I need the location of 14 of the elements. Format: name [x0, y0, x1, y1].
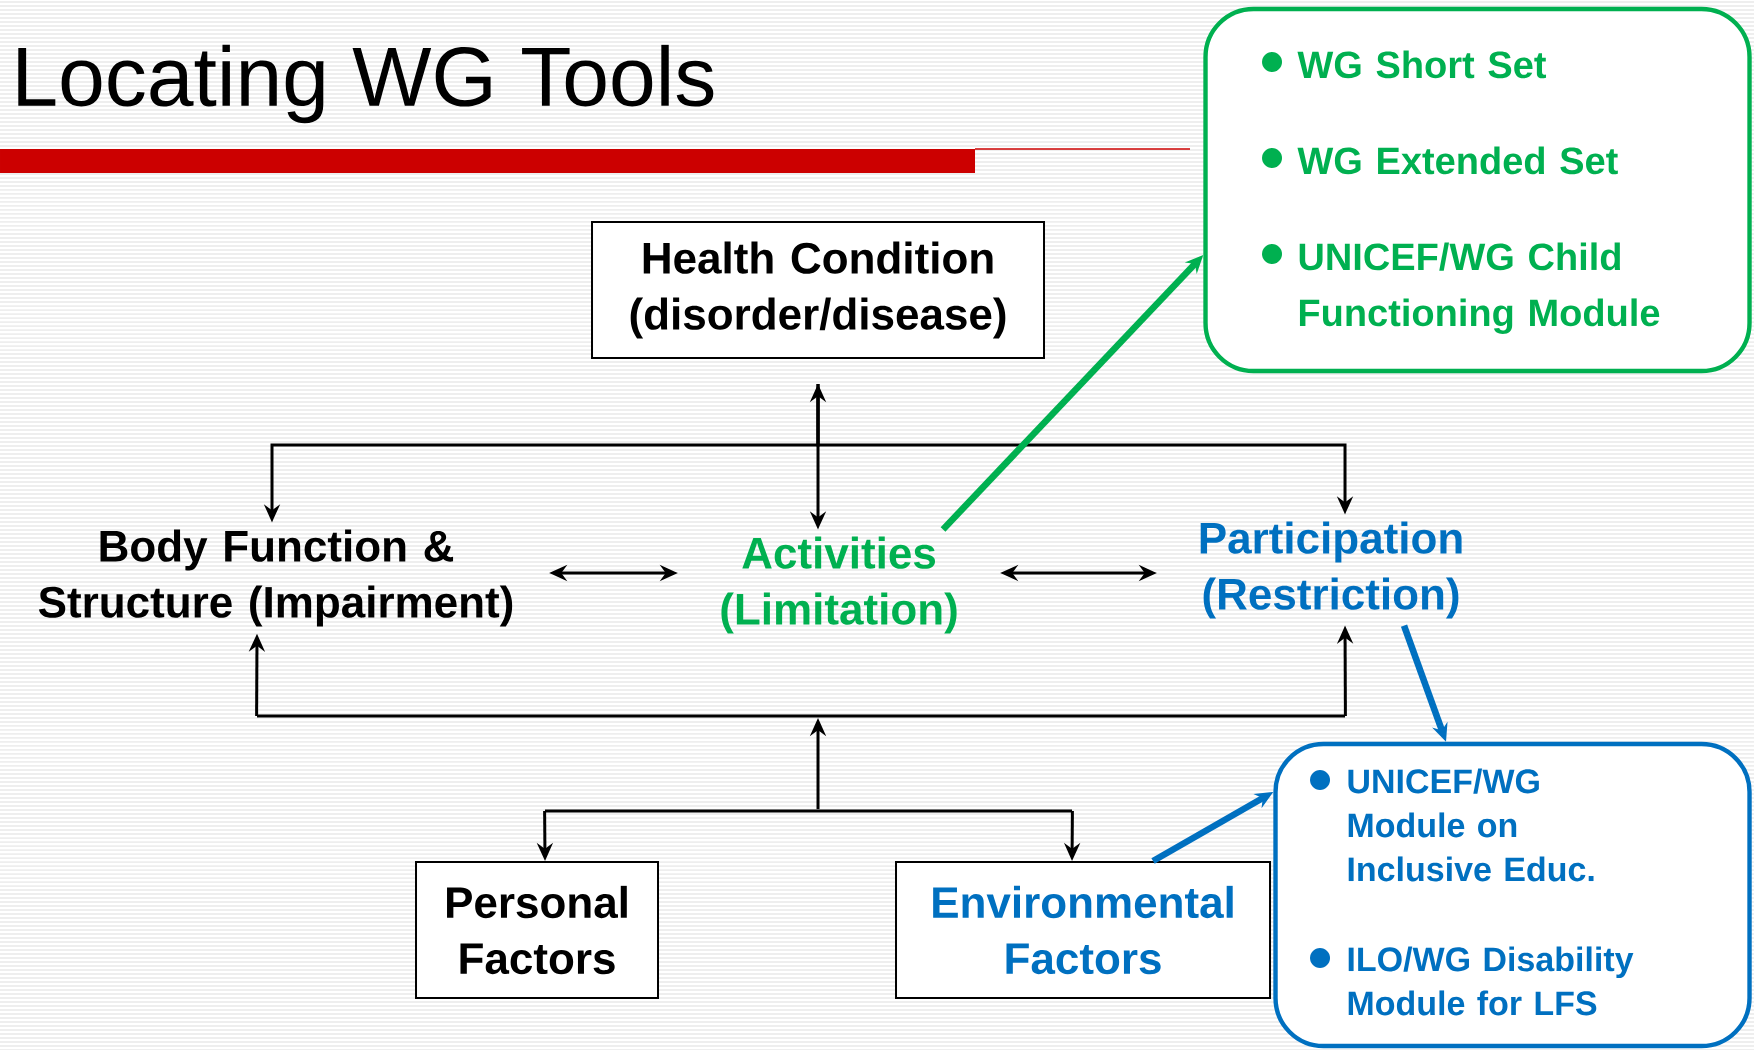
list-item: UNICEF/WG Module on Inclusive Educ.: [1348, 768, 1594, 882]
title: Locating WG Tools: [18, 44, 714, 124]
node-text: Activities (Limitation): [721, 536, 957, 634]
list-item: ILO/WG Disability Module for LFS: [1348, 946, 1634, 1016]
bus-bar: [257, 714, 1345, 718]
list-item: WG Short Set: [1297, 50, 1547, 79]
factor-box: Environmental Factors: [895, 861, 1271, 999]
factor-box: Personal Factors: [415, 861, 659, 999]
bus-bar: [545, 809, 1072, 813]
list-item: WG Extended Set: [1297, 146, 1618, 175]
condition-box: Health Condition (disorder/disease): [591, 221, 1045, 359]
node-text: Participation (Restriction): [1200, 521, 1462, 619]
node-text: Body Function & Structure (Impairment): [38, 529, 513, 627]
list-item: UNICEF/WG Child Functioning Module: [1299, 242, 1660, 334]
